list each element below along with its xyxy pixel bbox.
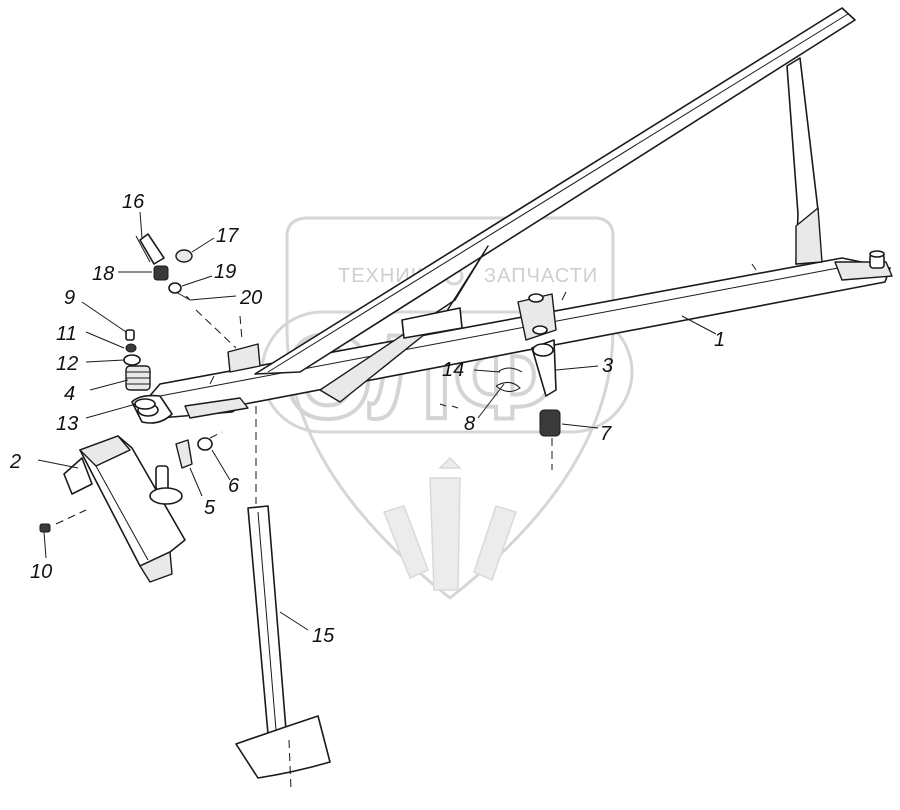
callout-3: 3 <box>602 355 613 377</box>
leader-lines <box>37 211 717 631</box>
support-leg <box>235 505 331 779</box>
nut-17 <box>175 249 193 263</box>
callout-10: 10 <box>30 561 52 583</box>
washer-12 <box>123 354 141 366</box>
watermark-shield <box>285 216 615 600</box>
r-clip-14 <box>497 367 523 373</box>
lock-pin-3 <box>531 339 557 397</box>
clip-5 <box>175 439 193 469</box>
hitch-pin <box>869 250 885 269</box>
pin-16 <box>135 233 165 265</box>
callout-19: 19 <box>214 261 236 283</box>
callout-9: 9 <box>64 287 75 309</box>
washer-6 <box>197 437 213 451</box>
washer-19 <box>168 282 182 294</box>
pin-10 <box>39 523 51 533</box>
callouts: 1 2 3 4 5 6 7 8 9 10 11 12 13 14 15 16 1… <box>9 191 725 647</box>
clevis-bracket <box>517 293 557 341</box>
callout-12: 12 <box>56 353 78 375</box>
nut-11 <box>125 343 137 353</box>
callout-16: 16 <box>122 191 145 213</box>
callout-15: 15 <box>312 625 335 647</box>
spring-4 <box>125 365 151 391</box>
callout-11: 11 <box>56 323 77 345</box>
callout-8: 8 <box>464 413 475 435</box>
callout-13: 13 <box>56 413 78 435</box>
chain-8 <box>495 382 521 392</box>
callout-2: 2 <box>9 451 21 473</box>
callout-1: 1 <box>714 329 725 351</box>
callout-4: 4 <box>64 383 75 405</box>
callout-17: 17 <box>216 225 239 247</box>
bolt-9 <box>125 329 135 341</box>
callout-20: 20 <box>239 287 262 309</box>
cotter-20 <box>175 291 191 301</box>
drawbar-frame <box>131 7 893 424</box>
spring-18 <box>153 265 169 281</box>
support-shoe <box>63 435 186 583</box>
callout-6: 6 <box>228 475 240 497</box>
callout-7: 7 <box>600 423 612 445</box>
wheat-ears-icon <box>383 456 517 591</box>
callout-18: 18 <box>92 263 114 285</box>
spring-7 <box>539 409 561 437</box>
callout-5: 5 <box>204 497 216 519</box>
callout-14: 14 <box>442 359 464 381</box>
hardware <box>39 233 561 533</box>
watermark-word-right: ЗАПЧАСТИ <box>484 265 598 287</box>
washer-13 <box>134 398 156 410</box>
assembly-lines <box>55 309 553 791</box>
